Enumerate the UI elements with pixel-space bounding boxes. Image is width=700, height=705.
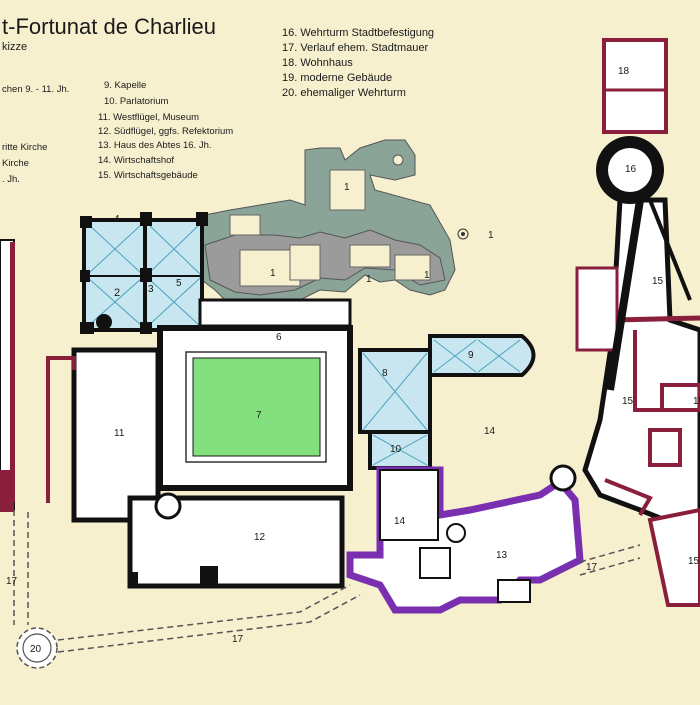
legend-left-item: chen 9. - 11. Jh. — [2, 84, 69, 95]
label-13: 13 — [496, 550, 508, 561]
east-buildings — [575, 197, 700, 607]
legend-item: 18. Wohnhaus — [282, 57, 353, 69]
label-17: 17 — [586, 562, 598, 573]
label-17: 17 — [232, 634, 244, 645]
label-15: 15 — [693, 396, 700, 407]
label-1: 1 — [270, 268, 276, 279]
label-1: 1 — [424, 270, 430, 281]
legend-item: 17. Verlauf ehem. Stadtmauer — [282, 42, 428, 54]
legend-item: 19. moderne Gebäude — [282, 72, 392, 84]
legend-left: chen 9. - 11. Jh. ritte Kirche Kirche . … — [2, 84, 69, 185]
plan-labels: 1 1 1 1 1 2 3 4 5 6 7 8 9 10 11 12 13 14… — [6, 66, 700, 655]
room-11-west-wing — [46, 347, 161, 523]
label-8: 8 — [382, 368, 388, 379]
legend-item: 14. Wirtschaftshof — [98, 155, 174, 166]
label-14: 14 — [394, 516, 406, 527]
tower-20 — [16, 627, 58, 669]
cloister — [157, 325, 353, 491]
label-14: 14 — [484, 426, 496, 437]
label-10: 10 — [390, 444, 402, 455]
legend-left-item: Kirche — [2, 158, 29, 169]
legend-item: 15. Wirtschaftsgebäude — [98, 170, 198, 181]
label-15: 15 — [622, 396, 634, 407]
label-3: 3 — [148, 284, 154, 295]
west-vaulted-range — [80, 212, 208, 334]
label-20: 20 — [30, 644, 42, 655]
legend-item: 12. Südflügel, ggfs. Refektorium — [98, 126, 233, 137]
label-17: 17 — [6, 576, 18, 587]
abbot-house — [346, 464, 584, 614]
label-5: 5 — [176, 278, 182, 289]
excavation-area — [189, 139, 469, 309]
legend-middle: 9. Kapelle 10. Parlatorium 11. Westflüge… — [98, 80, 233, 181]
plan-subtitle: kizze — [2, 41, 27, 53]
label-1: 1 — [366, 274, 372, 285]
left-church-fragment — [0, 239, 15, 512]
label-11: 11 — [114, 428, 125, 439]
plan-title: t-Fortunat de Charlieu — [2, 14, 216, 39]
legend-left-item: . Jh. — [2, 174, 20, 185]
label-18: 18 — [618, 66, 630, 77]
tower-16 — [596, 136, 692, 391]
room-12-south-wing — [127, 492, 345, 589]
label-2: 2 — [114, 287, 120, 299]
legend-item: 20. ehemaliger Wehrturm — [282, 87, 406, 99]
legend-item: 10. Parlatorium — [104, 96, 169, 107]
label-6: 6 — [276, 332, 282, 343]
label-4: 4 — [114, 214, 120, 225]
room-6 — [198, 298, 352, 328]
legend-item: 11. Westflügel, Museum — [98, 112, 199, 123]
former-city-wall — [13, 510, 641, 653]
label-1: 1 — [344, 182, 350, 193]
label-1: 1 — [488, 230, 494, 241]
house-18 — [602, 38, 668, 134]
legend-item: 9. Kapelle — [104, 80, 146, 91]
legend-item: 13. Haus des Abtes 16. Jh. — [98, 140, 212, 151]
label-16: 16 — [625, 164, 637, 175]
legend-left-item: ritte Kirche — [2, 142, 47, 153]
label-15: 15 — [652, 276, 664, 287]
label-12: 12 — [254, 532, 266, 543]
label-9: 9 — [468, 350, 474, 361]
legend-right: 16. Wehrturm Stadtbefestigung 17. Verlau… — [282, 27, 434, 99]
label-15: 15 — [688, 556, 700, 567]
label-7: 7 — [256, 410, 262, 421]
legend-item: 16. Wehrturm Stadtbefestigung — [282, 27, 434, 39]
